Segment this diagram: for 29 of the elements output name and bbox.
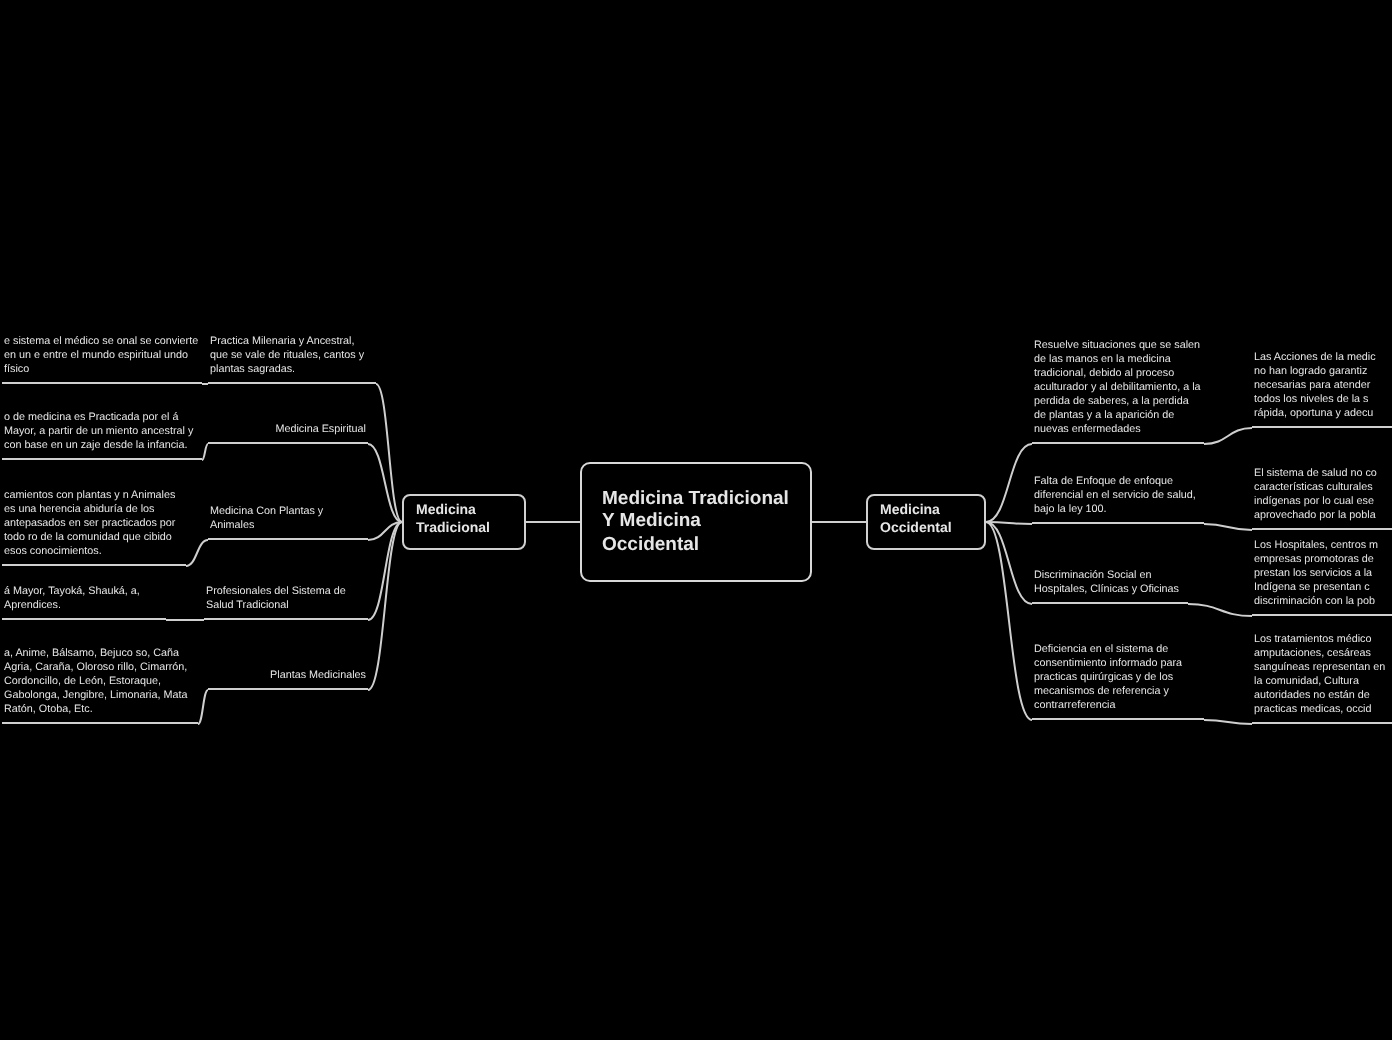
connector-line — [201, 383, 209, 385]
connector-line — [185, 539, 209, 567]
connector-line — [811, 521, 867, 523]
connector-line — [985, 521, 1033, 721]
connector-line — [197, 689, 209, 725]
connector-line — [525, 521, 581, 523]
underlined-topic — [1252, 534, 1392, 616]
central-topic-text: Medicina Tradicional Y Medicina Occidental — [602, 487, 790, 557]
connector-line — [1203, 427, 1253, 445]
connector-line — [367, 443, 403, 523]
underlined-topic — [2, 584, 166, 620]
main-topic-box — [866, 494, 986, 550]
central-topic-box — [580, 462, 812, 582]
connector-line — [985, 521, 1033, 605]
underlined-topic — [1252, 350, 1392, 428]
connector-line — [985, 443, 1033, 523]
main-topic-box — [402, 494, 526, 550]
connector-line — [1203, 523, 1253, 531]
connector-line — [375, 383, 403, 523]
connector-line — [367, 521, 403, 541]
underlined-topic — [204, 584, 368, 620]
connector-line — [1203, 719, 1253, 725]
connector-line — [1187, 603, 1253, 617]
connector-line — [367, 521, 403, 621]
connector-line — [985, 521, 1033, 525]
connector-line — [165, 619, 205, 621]
connector-line — [367, 521, 403, 691]
underlined-topic — [208, 504, 368, 540]
connector-line — [201, 443, 209, 461]
